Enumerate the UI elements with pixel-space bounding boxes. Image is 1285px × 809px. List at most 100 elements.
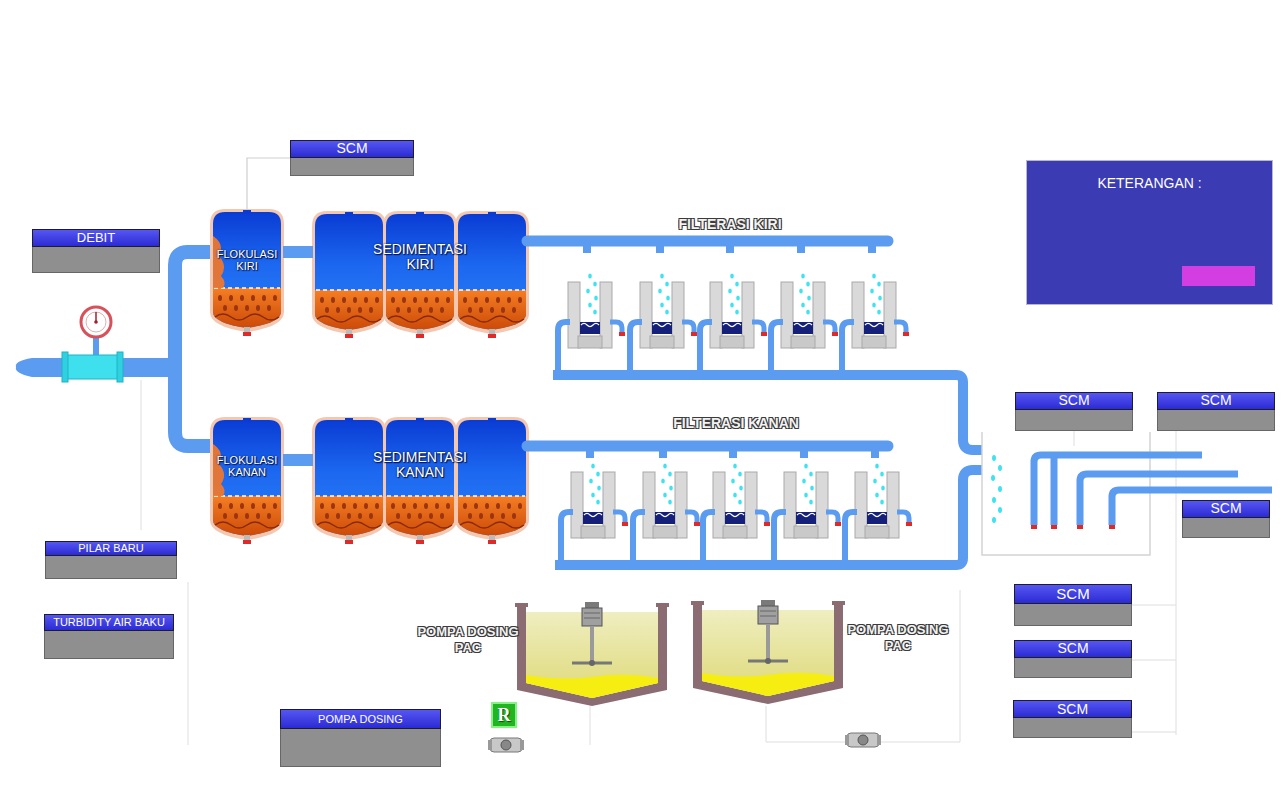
illustration-part: [1051, 455, 1058, 525]
illustration-part: [998, 486, 1002, 492]
panel-header: SCM: [1182, 500, 1270, 518]
illustration-part: [385, 212, 455, 338]
status-panel: SCM: [1014, 584, 1132, 626]
illustration-part: [553, 375, 982, 450]
pressure-gauge: [81, 307, 111, 337]
tank-label: FLOKULASI KIRI: [214, 248, 280, 272]
illustration-part: [488, 738, 524, 752]
illustration-part: [633, 463, 700, 565]
illustration-part: [1077, 525, 1083, 529]
tank-label: SEDIMENTASI KIRI: [360, 242, 480, 273]
panel-title: POMPA DOSING: [318, 713, 403, 725]
illustration-part: [1109, 525, 1115, 529]
illustration-part: [845, 733, 881, 747]
illustration-part: [457, 212, 527, 338]
illustration-part: [175, 252, 211, 446]
illustration-part: [213, 444, 225, 496]
illustration-part: [1051, 525, 1057, 529]
legend-swatch: [1182, 266, 1255, 286]
pipe-connector: [283, 454, 313, 466]
panel-title: SCM: [1058, 392, 1089, 408]
illustration-part: [992, 455, 996, 461]
illustration-part: [700, 273, 767, 375]
filters-kanan: [561, 463, 912, 565]
panel-value: [1157, 410, 1275, 431]
legend-title: KETERANGAN :: [1027, 175, 1272, 191]
status-panel: SCM: [1015, 392, 1133, 431]
panel-header: SCM: [1013, 700, 1132, 718]
panel-value: [32, 247, 160, 273]
panel-title: PILAR BARU: [78, 542, 143, 554]
illustration-part: [729, 451, 737, 458]
panel-value: [45, 556, 177, 579]
panel-title: SCM: [1210, 500, 1241, 516]
illustration-part: [771, 273, 838, 375]
panel-title: SCM: [1200, 392, 1231, 408]
panel-value: [1015, 410, 1133, 431]
panel-header: PILAR BARU: [45, 541, 177, 556]
illustration-part: [1031, 525, 1115, 529]
illustration-part: [726, 246, 734, 253]
panel-title: SCM: [336, 140, 367, 156]
panel-header: SCM: [1014, 640, 1132, 658]
inlet-pipe: [16, 252, 211, 446]
illustration-part: [586, 451, 594, 458]
status-panel: SCM: [1013, 700, 1132, 738]
section-label: FILTERASI KIRI: [645, 216, 815, 233]
panel-header: SCM: [290, 140, 414, 158]
panel-title: SCM: [1056, 585, 1089, 602]
panel-value: [290, 158, 414, 176]
panel-value: [1013, 718, 1132, 738]
illustration-part: [998, 465, 1002, 471]
panel-value: [44, 631, 174, 659]
illustration-part: [1034, 455, 1272, 525]
illustration-part: [213, 236, 225, 288]
tank-label: FLOKULASI KANAN: [214, 454, 280, 478]
process-tank: SEDIMENTASI KANAN: [313, 418, 527, 543]
illustration-part: [141, 380, 142, 530]
filter-headers: [527, 241, 888, 458]
illustration-part: [86, 312, 106, 332]
panel-header: SCM: [1014, 584, 1132, 604]
illustration-part: [868, 246, 876, 253]
illustration-part: [117, 352, 123, 382]
illustration-part: [64, 355, 121, 379]
illustration-part: [314, 212, 384, 338]
collector-pipes: [553, 375, 982, 565]
panel-value: [1014, 658, 1132, 678]
process-tank: FLOKULASI KANAN: [211, 418, 283, 545]
illustration-part: [992, 517, 996, 523]
dosing-tanks: [515, 600, 845, 706]
illustration-part: [385, 418, 455, 544]
status-panel: SCM: [290, 140, 414, 176]
valves: [488, 733, 881, 752]
legend-panel: KETERANGAN :: [1026, 160, 1273, 305]
illustration-part: [527, 236, 888, 247]
panel-value: [1014, 604, 1132, 626]
status-panel: SCM: [1182, 500, 1270, 538]
panel-title: SCM: [1057, 701, 1088, 717]
filters-kiri: [558, 273, 909, 375]
illustration-part: [1074, 430, 1075, 446]
clear-well: [982, 432, 1272, 555]
status-panel: TURBIDITY AIR BAKU: [44, 614, 174, 659]
illustration-part: [94, 320, 98, 324]
status-panel: SCM: [1157, 392, 1275, 431]
pipe-connector: [283, 246, 313, 258]
tanks-kiri: [212, 210, 527, 338]
illustration-part: [590, 706, 591, 745]
panel-header: SCM: [1015, 392, 1133, 410]
panel-title: TURBIDITY AIR BAKU: [53, 616, 165, 628]
illustration-part: [62, 352, 68, 382]
process-tank: SEDIMENTASI KIRI: [313, 210, 527, 335]
illustration-part: [212, 210, 282, 336]
illustration-part: [774, 463, 841, 565]
illustration-part: [659, 451, 667, 458]
panel-value: [1182, 518, 1270, 538]
illustration-part: [656, 246, 664, 253]
leader-lines: [141, 380, 1176, 745]
illustration-part: [558, 273, 625, 375]
